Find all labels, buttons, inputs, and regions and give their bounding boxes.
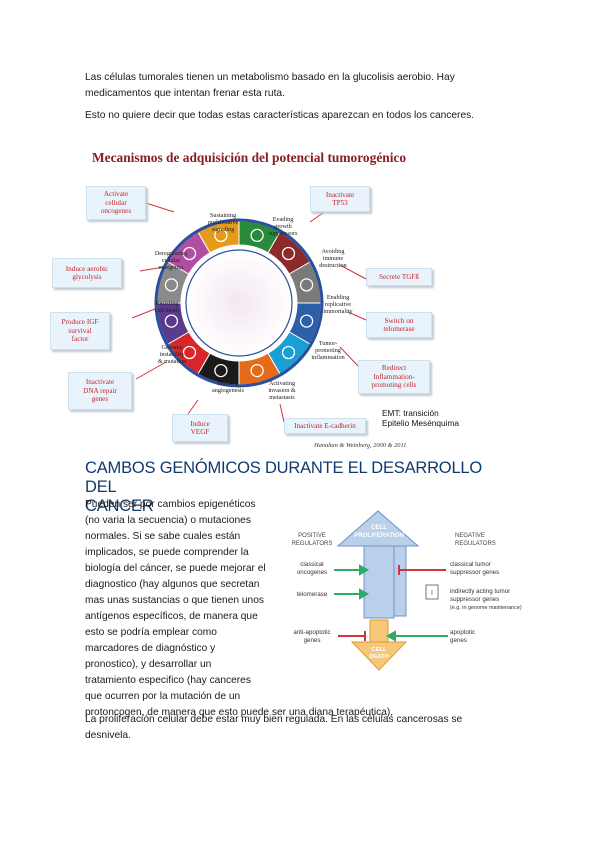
apoptotic-1: apoptotic	[450, 629, 475, 636]
cell-death-label-1: CELL	[371, 647, 387, 653]
hallmark-icon	[182, 345, 197, 360]
regulators-figure: CELL PROLIFERATION CELL DEATH POSITIVE R…	[292, 510, 522, 671]
anti-apoptotic-2: genes	[304, 637, 321, 644]
hallmark-icon	[281, 246, 296, 261]
hallmark-icon	[214, 228, 228, 243]
apoptotic-2: genes	[450, 637, 467, 644]
hallmark-icon	[164, 278, 179, 292]
intro-line-2: medicamentos que intentan frenar esta ru…	[85, 88, 285, 99]
section-body: Pueden ser por cambios epigenéticos (no …	[85, 499, 394, 718]
hallmark-icon	[250, 228, 264, 243]
indirect-inhibitor-box	[425, 584, 439, 600]
cell-death-label-2: DEATH	[369, 654, 389, 660]
classical-oncogenes-1: classical	[300, 561, 323, 568]
section-heading: CAMBOS GENÓMICOS DURANTE EL DESARROLLO D…	[85, 459, 483, 515]
closing-paragraph: La proliferación celular debe estar muy …	[85, 714, 463, 741]
emt-note: EMT: transición Epitelio Mesénquima	[382, 408, 460, 428]
indirectly-3: (e.g. in genome maintenance)	[450, 605, 522, 611]
hallmarks-wheel	[131, 202, 367, 423]
intro-note: Esto no quiere decir que todas estas car…	[85, 110, 475, 121]
classical-tumor-2: suppressor genes	[450, 569, 499, 576]
hallmarks-figure: Mecanismos de adquisición del potencial …	[48, 140, 480, 458]
hallmark-icon	[299, 314, 314, 328]
hallmark-icon	[214, 363, 228, 378]
secrete-tgf-box: Secrete TGFß	[366, 268, 432, 286]
anti-apoptotic-1: anti-apoptotic	[293, 629, 330, 636]
classical-oncogenes-2: oncogenes	[297, 569, 327, 576]
inactivate-ecadherin-box: Inactivate E-cadherin	[284, 418, 366, 434]
red-inhibiting-bars	[338, 565, 446, 641]
classical-tumor-1: classical tumor	[450, 561, 491, 568]
positive-title-2: REGULATORS	[292, 541, 333, 547]
cell-proliferation-label-2: PROLIFERATION	[354, 532, 405, 539]
hallmark-icon	[281, 345, 296, 360]
intro-line-1: Las células tumorales tienen un metaboli…	[85, 72, 455, 83]
negative-title-2: REGULATORS	[455, 541, 496, 547]
positive-title-1: POSITIVE	[298, 533, 326, 539]
intro-paragraph: Las células tumorales tienen un metaboli…	[85, 70, 525, 102]
hallmark-icon	[182, 246, 197, 261]
hallmark-icon	[299, 278, 314, 292]
figure-title: Mecanismos de adquisición del potencial …	[92, 150, 407, 165]
hallmark-icon	[164, 314, 179, 328]
hallmark-icon	[250, 363, 264, 378]
green-activating-arrows	[334, 564, 448, 642]
cell-proliferation-label-1: CELL	[371, 524, 387, 531]
indirectly-2: suppressor genes	[450, 596, 499, 603]
negative-title-1: NEGATIVE	[455, 533, 485, 539]
figure-citation: Hanahan & Weinberg, 2000 & 2011	[314, 442, 407, 449]
cell-death-arrow	[350, 641, 408, 671]
indirectly-1: indirectly acting tumor	[450, 588, 510, 595]
telomerase-label: telomerase	[297, 591, 328, 598]
svg-text:I: I	[431, 590, 433, 597]
wheel-outer-ring	[154, 218, 324, 388]
